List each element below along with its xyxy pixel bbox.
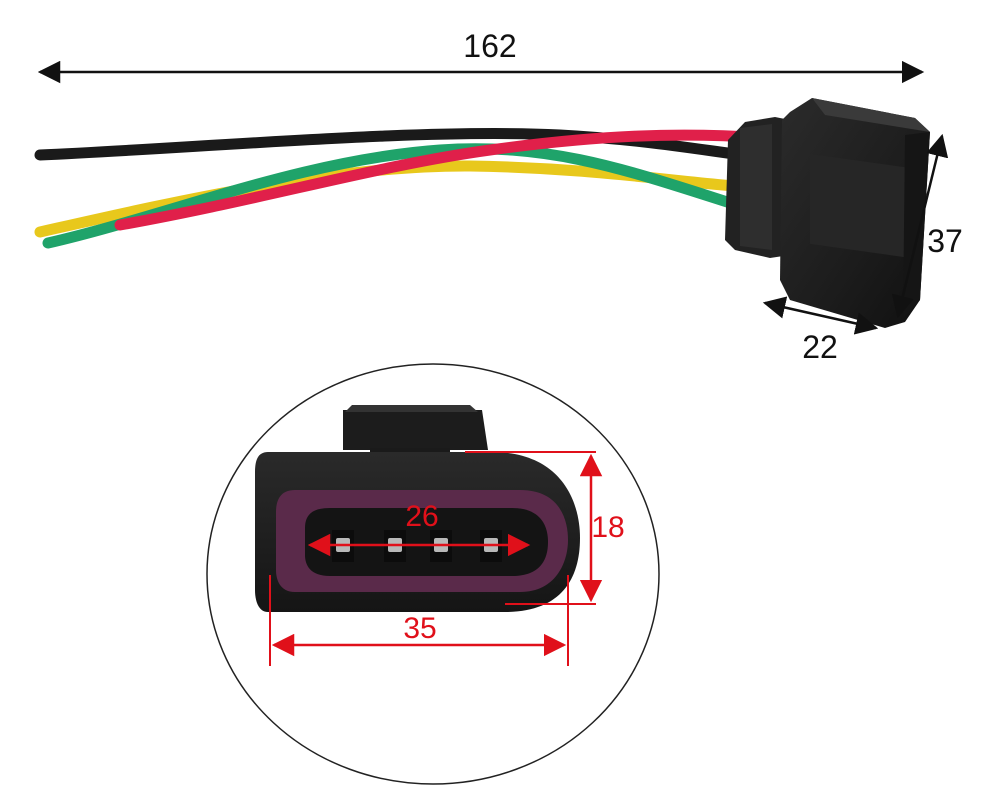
face-width-label: 35	[403, 612, 436, 645]
connector-depth-label: 22	[802, 329, 838, 365]
detail-callout-ellipse	[206, 363, 660, 785]
black-wire	[34, 128, 771, 164]
overall-length-label: 162	[463, 28, 516, 64]
red-wire	[114, 129, 771, 231]
face-height-dimension: 18	[465, 451, 625, 605]
connector-housing	[725, 98, 930, 328]
connector-depth-dimension: 22	[762, 296, 879, 365]
harness-side-view	[34, 98, 930, 328]
pin-span-dimension: 26	[307, 500, 531, 557]
connector-height-label: 37	[927, 223, 963, 259]
pin-span-label: 26	[405, 500, 438, 533]
connector-height-dimension: 37	[891, 133, 963, 319]
face-width-dimension: 35	[269, 575, 569, 666]
overall-length-dimension: 162	[37, 28, 925, 84]
face-height-label: 18	[591, 511, 624, 544]
